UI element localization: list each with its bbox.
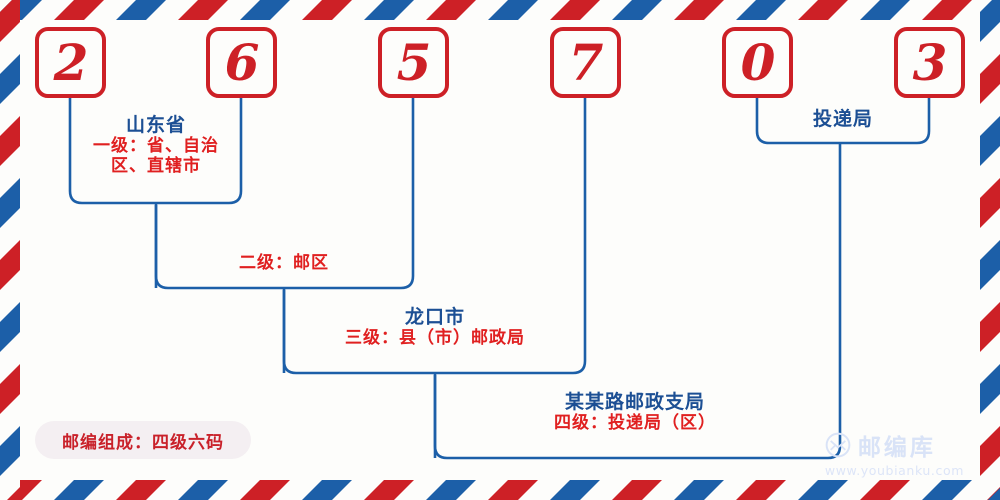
digit-box-1: 2 [35, 27, 106, 98]
label-level-3-subtitle: 三级：县（市）邮政局 [345, 328, 525, 348]
legend-chip-text: 邮编组成：四级六码 [62, 432, 224, 453]
digit-box-4: 7 [550, 27, 621, 98]
label-level-4: 某某路邮政支局 四级：投递局（区） [490, 391, 780, 433]
envelope-circle-icon [825, 432, 851, 458]
digit-6: 3 [912, 32, 948, 92]
label-level-3-title: 龙口市 [404, 306, 465, 328]
label-level-1: 山东省 一级：省、自治区、直辖市 [76, 114, 236, 177]
label-level-4-subtitle: 四级：投递局（区） [554, 413, 716, 433]
label-level-4-title: 某某路邮政支局 [564, 391, 705, 413]
digit-box-6: 3 [894, 27, 965, 98]
label-level-1-title: 山东省 [125, 114, 186, 136]
digit-2: 6 [224, 32, 260, 92]
digit-3: 5 [396, 32, 432, 92]
label-level-3: 龙口市 三级：县（市）邮政局 [300, 306, 570, 348]
legend-chip: 邮编组成：四级六码 [35, 421, 251, 459]
label-level-2-subtitle: 二级：邮区 [239, 253, 329, 272]
digit-box-5: 0 [722, 27, 793, 98]
watermark: 邮编库 www.youbianku.com [825, 428, 964, 478]
digit-box-2: 6 [206, 27, 277, 98]
watermark-url: www.youbianku.com [824, 463, 964, 478]
label-delivery-office-title: 投递局 [812, 108, 873, 130]
digit-5: 0 [740, 32, 776, 92]
digit-4: 7 [568, 32, 604, 92]
digit-box-3: 5 [378, 27, 449, 98]
label-delivery-office: 投递局 [763, 108, 923, 130]
digit-1: 2 [53, 32, 89, 92]
label-level-1-subtitle: 一级：省、自治区、直辖市 [93, 136, 219, 176]
watermark-name: 邮编库 [857, 435, 936, 461]
label-level-2: 二级：邮区 [184, 253, 384, 273]
